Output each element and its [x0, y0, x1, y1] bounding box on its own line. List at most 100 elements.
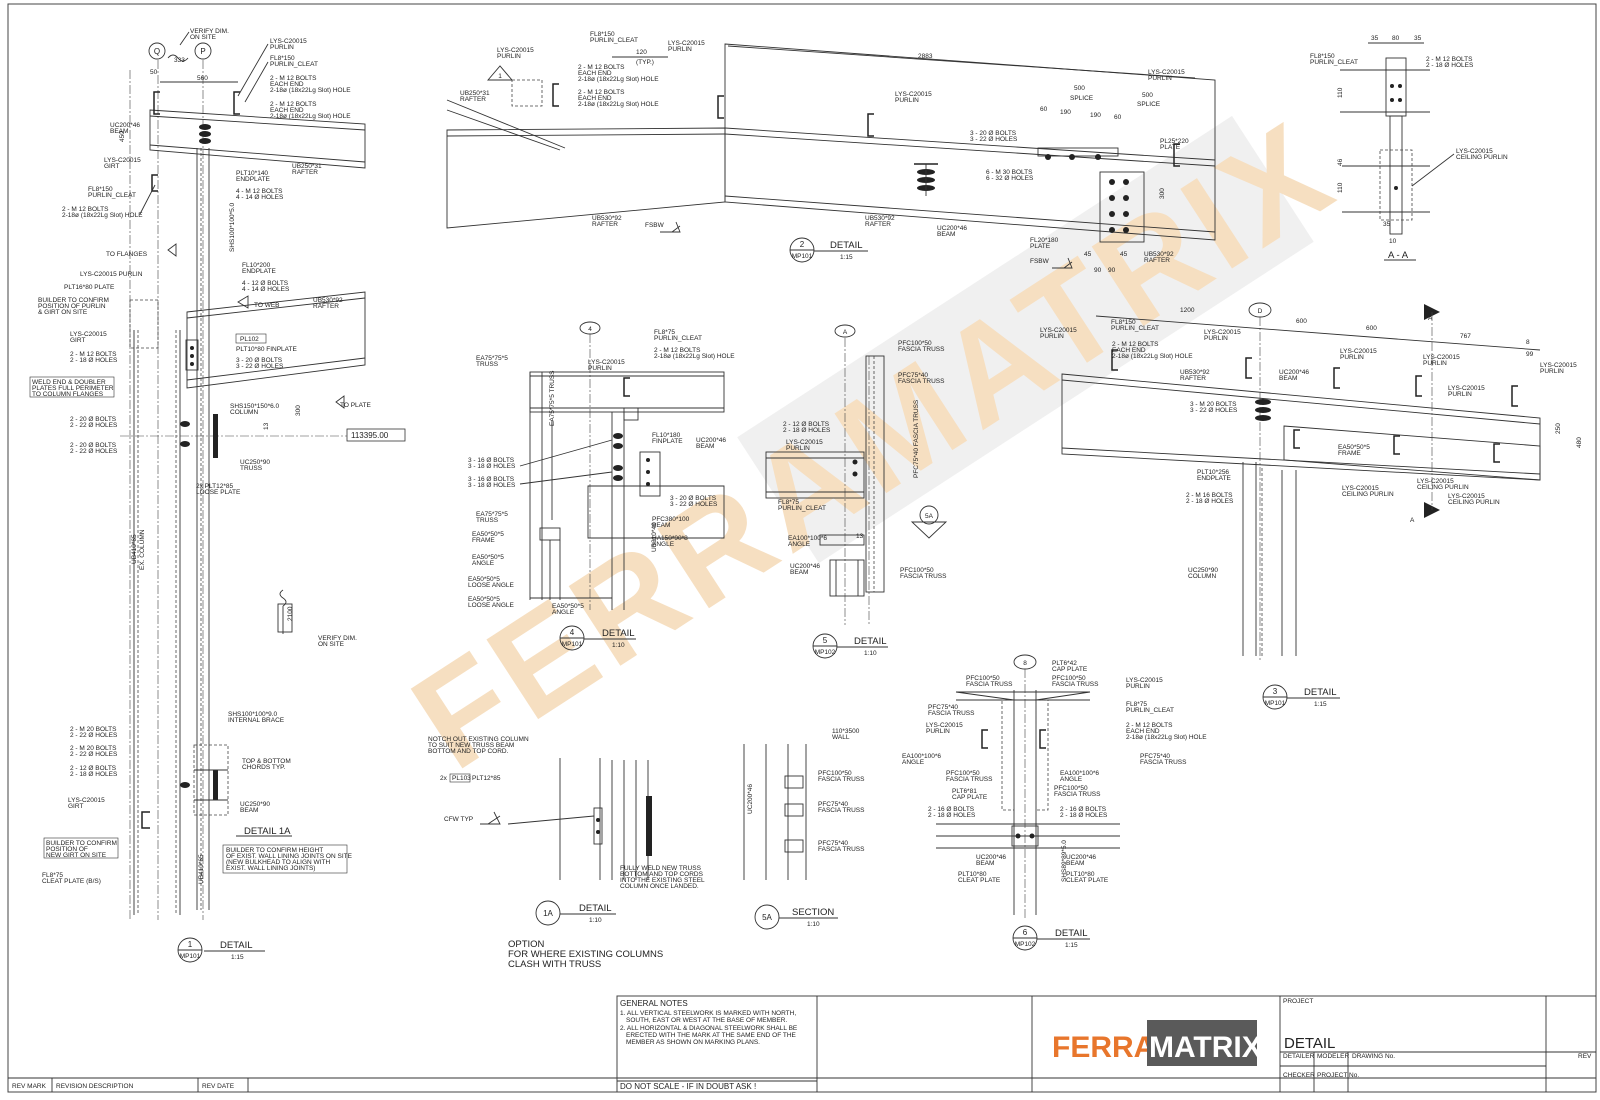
svg-text:INTERNAL BRACE: INTERNAL BRACE — [228, 717, 285, 724]
svg-text:EA50*50*5: EA50*50*5 — [1338, 444, 1370, 451]
svg-text:LYS-C20015: LYS-C20015 — [1126, 677, 1163, 684]
svg-text:1. ALL VERTICAL STEELWORK IS M: 1. ALL VERTICAL STEELWORK IS MARKED WITH… — [620, 1010, 796, 1017]
svg-text:SHS150*150*6.0: SHS150*150*6.0 — [230, 403, 280, 410]
svg-text:POSITION OF: POSITION OF — [46, 846, 88, 853]
svg-text:8: 8 — [1526, 339, 1530, 346]
svg-text:PFC100*50: PFC100*50 — [900, 567, 934, 574]
svg-text:EA75*75*5: EA75*75*5 — [476, 355, 508, 362]
svg-text:ANGLE: ANGLE — [902, 759, 925, 766]
svg-text:BEAM: BEAM — [790, 569, 808, 576]
svg-text:3 - M 20 BOLTS: 3 - M 20 BOLTS — [1190, 401, 1237, 408]
svg-text:EACH END: EACH END — [270, 107, 304, 114]
svg-text:MP101: MP101 — [1265, 700, 1286, 707]
svg-text:LYS-C20015: LYS-C20015 — [1340, 348, 1377, 355]
svg-text:UB310*40: UB310*40 — [651, 522, 658, 552]
svg-text:PFC75*40 FASCIA TRUSS: PFC75*40 FASCIA TRUSS — [913, 399, 920, 478]
svg-text:PURLIN: PURLIN — [1448, 391, 1472, 398]
svg-text:SPLICE: SPLICE — [1070, 95, 1094, 102]
svg-text:RAFTER: RAFTER — [460, 96, 486, 103]
svg-text:LYS-C20015: LYS-C20015 — [1540, 362, 1577, 369]
svg-text:REV: REV — [1578, 1053, 1592, 1060]
detail-4: 4 EA75*75*5 TRUSS LYS-C20015 PURLIN FL8*… — [468, 321, 735, 651]
svg-text:2 - M 12 BOLTS: 2 - M 12 BOLTS — [1112, 341, 1159, 348]
svg-text:UB410*65: UB410*65 — [198, 854, 205, 884]
svg-text:2x: 2x — [440, 775, 448, 782]
svg-text:LYS-C20015: LYS-C20015 — [1148, 69, 1185, 76]
svg-text:4 - 12 Ø BOLTS: 4 - 12 Ø BOLTS — [242, 280, 289, 287]
svg-text:TO FLANGES: TO FLANGES — [106, 251, 148, 258]
svg-text:3 - 18 Ø HOLES: 3 - 18 Ø HOLES — [468, 463, 516, 470]
svg-text:PFC100*50: PFC100*50 — [898, 340, 932, 347]
svg-text:2 - 22 Ø HOLES: 2 - 22 Ø HOLES — [70, 732, 118, 739]
svg-text:1:10: 1:10 — [864, 650, 877, 657]
svg-text:FL8*75: FL8*75 — [654, 329, 675, 336]
watermark-text: FERRAMATRIX — [387, 92, 1360, 798]
svg-text:BEAM: BEAM — [1279, 375, 1297, 382]
svg-text:PLT12*85: PLT12*85 — [472, 775, 501, 782]
svg-text:4: 4 — [570, 628, 575, 637]
svg-text:PURLIN: PURLIN — [1340, 354, 1364, 361]
svg-text:ON SITE: ON SITE — [190, 34, 217, 41]
svg-text:MP102: MP102 — [1015, 941, 1036, 948]
level-113395: 113395.00 — [351, 431, 389, 440]
svg-text:FL8*150: FL8*150 — [1111, 319, 1136, 326]
svg-text:A: A — [843, 329, 848, 336]
svg-text:2 - 18 Ø HOLES: 2 - 18 Ø HOLES — [1426, 62, 1474, 69]
svg-text:FL8*75: FL8*75 — [42, 872, 63, 879]
svg-text:3 - 22 Ø HOLES: 3 - 22 Ø HOLES — [1190, 407, 1238, 414]
svg-text:190: 190 — [1090, 112, 1101, 119]
svg-text:PURLIN: PURLIN — [786, 445, 810, 452]
svg-text:A: A — [1428, 315, 1433, 322]
svg-text:RAFTER: RAFTER — [592, 221, 618, 228]
svg-text:UC250*90: UC250*90 — [240, 801, 270, 808]
drawing-title: DETAIL — [1284, 1035, 1335, 1052]
svg-text:3 - 20 Ø BOLTS: 3 - 20 Ø BOLTS — [970, 130, 1017, 137]
svg-text:ENDPLATE: ENDPLATE — [1197, 475, 1231, 482]
svg-text:4: 4 — [588, 326, 592, 333]
svg-text:480: 480 — [1576, 437, 1583, 448]
svg-text:LYS-C20015: LYS-C20015 — [668, 40, 705, 47]
svg-text:UC250*90: UC250*90 — [240, 459, 270, 466]
svg-text:2 - 20 Ø BOLTS: 2 - 20 Ø BOLTS — [70, 442, 117, 449]
detail-3: D 1200 600 600 767 8 — [1040, 302, 1583, 710]
svg-text:PURLIN: PURLIN — [1423, 360, 1447, 367]
svg-text:A: A — [1410, 517, 1415, 524]
svg-text:CLEAT PLATE: CLEAT PLATE — [958, 877, 1001, 884]
svg-text:6: 6 — [1023, 928, 1028, 937]
svg-text:UC200*46: UC200*46 — [110, 122, 140, 129]
svg-text:FOR WHERE EXISTING COLUMNS: FOR WHERE EXISTING COLUMNS — [508, 949, 663, 960]
svg-text:PL102: PL102 — [240, 336, 259, 343]
svg-text:TRUSS: TRUSS — [240, 465, 263, 472]
svg-text:CLASH WITH TRUSS: CLASH WITH TRUSS — [508, 959, 601, 970]
svg-text:INTO THE EXISTING STEEL: INTO THE EXISTING STEEL — [620, 877, 705, 884]
svg-text:2 - 18 Ø HOLES: 2 - 18 Ø HOLES — [928, 812, 976, 819]
svg-text:PLT10*80: PLT10*80 — [958, 871, 987, 878]
svg-text:1: 1 — [498, 73, 502, 80]
svg-text:FL20*180: FL20*180 — [1030, 237, 1059, 244]
svg-text:CAP PLATE: CAP PLATE — [1052, 666, 1088, 673]
svg-text:MP101: MP101 — [792, 253, 813, 260]
svg-text:SOUTH, EAST OR WEST AT THE BAS: SOUTH, EAST OR WEST AT THE BASE OF MEMBE… — [626, 1017, 787, 1024]
svg-text:2-18ø (18x22Lg Slot) HOLE: 2-18ø (18x22Lg Slot) HOLE — [62, 212, 143, 219]
svg-text:PFC75*40: PFC75*40 — [928, 704, 958, 711]
svg-text:FL8*75: FL8*75 — [778, 499, 799, 506]
detail-2: 1 LYS-C20015 PURLIN FL8*150 PURLIN_CLEAT… — [446, 31, 1216, 274]
svg-text:UC200*46: UC200*46 — [1066, 854, 1096, 861]
svg-text:LYS-C20015: LYS-C20015 — [70, 331, 107, 338]
svg-text:2-18ø (18x22Lg Slot) HOLE: 2-18ø (18x22Lg Slot) HOLE — [270, 87, 351, 94]
svg-text:EA50*50*5: EA50*50*5 — [468, 576, 500, 583]
svg-text:ENDPLATE: ENDPLATE — [242, 268, 276, 275]
svg-text:99: 99 — [1526, 351, 1534, 358]
svg-text:PROJECT: PROJECT — [1283, 998, 1313, 1005]
svg-text:EX. COLUMN: EX. COLUMN — [139, 529, 146, 570]
svg-text:REV MARK: REV MARK — [12, 1083, 47, 1090]
svg-text:DETAIL: DETAIL — [220, 940, 253, 951]
svg-text:TO PLATE: TO PLATE — [340, 402, 371, 409]
svg-text:1:15: 1:15 — [231, 954, 244, 961]
svg-text:2 - 16 Ø BOLTS: 2 - 16 Ø BOLTS — [1060, 806, 1107, 813]
svg-text:MP102: MP102 — [815, 649, 836, 656]
svg-text:500: 500 — [1074, 85, 1085, 92]
svg-text:2-18ø (18x22Lg Slot) HOLE: 2-18ø (18x22Lg Slot) HOLE — [1126, 734, 1207, 741]
svg-text:2 - M 12 BOLTS: 2 - M 12 BOLTS — [270, 75, 317, 82]
svg-text:LYS-C20015: LYS-C20015 — [1448, 385, 1485, 392]
